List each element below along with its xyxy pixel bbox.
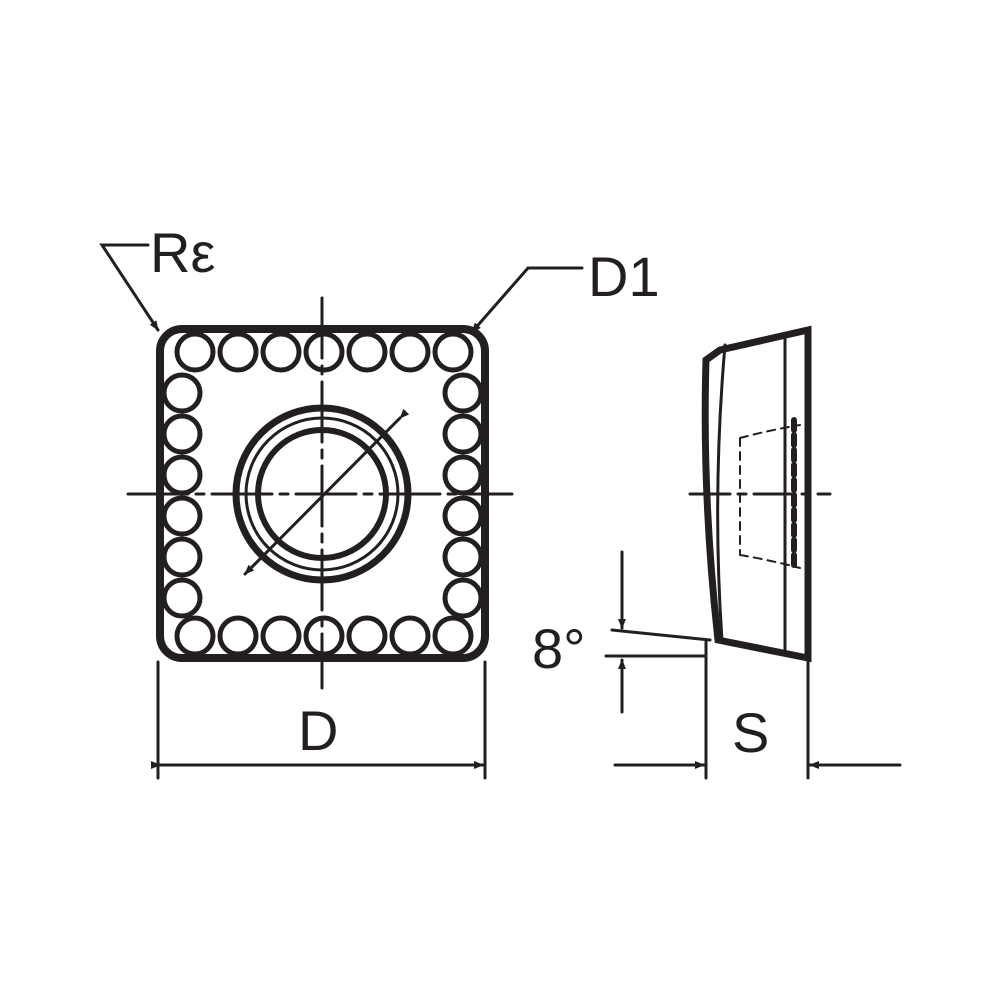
scallop bbox=[442, 495, 484, 537]
scallop bbox=[389, 331, 431, 373]
angle-line bbox=[610, 628, 712, 642]
scallop bbox=[161, 577, 203, 619]
side-view-outline bbox=[701, 325, 812, 663]
scallop bbox=[260, 331, 302, 373]
scallop bbox=[174, 331, 216, 373]
scallop bbox=[174, 615, 216, 657]
scallop bbox=[161, 413, 203, 455]
scallop bbox=[161, 372, 203, 414]
scallop bbox=[442, 454, 484, 496]
label-corner-radius: Rε bbox=[150, 221, 215, 284]
scallop bbox=[442, 577, 484, 619]
radius-leader bbox=[99, 243, 160, 332]
label-d: D bbox=[298, 699, 338, 762]
scallop bbox=[217, 331, 259, 373]
scallop bbox=[303, 615, 345, 657]
scallop bbox=[442, 536, 484, 578]
label-angle: 8° bbox=[532, 617, 586, 680]
d1-leader bbox=[470, 266, 584, 334]
scallop bbox=[161, 454, 203, 496]
scallop bbox=[389, 615, 431, 657]
scallop bbox=[217, 615, 259, 657]
scallop bbox=[260, 615, 302, 657]
label-s: S bbox=[732, 701, 769, 764]
scallop bbox=[161, 536, 203, 578]
scallop bbox=[346, 615, 388, 657]
d1-dimension bbox=[243, 408, 410, 576]
scallop bbox=[432, 331, 474, 373]
scallop bbox=[303, 331, 345, 373]
chip-breaker-scallops bbox=[161, 331, 484, 657]
scallop bbox=[161, 495, 203, 537]
label-d1: D1 bbox=[588, 245, 660, 308]
scallop bbox=[432, 615, 474, 657]
scallop bbox=[346, 331, 388, 373]
scallop bbox=[442, 372, 484, 414]
scallop bbox=[442, 413, 484, 455]
